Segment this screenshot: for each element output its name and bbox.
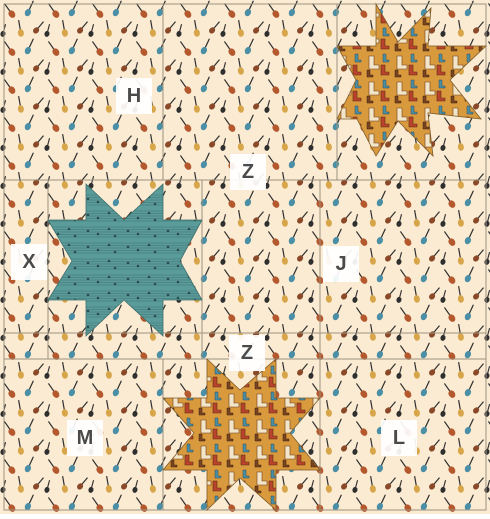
block-label-m: M [67, 420, 103, 456]
block-label-z-top: Z [230, 154, 266, 190]
block-label-l: L [381, 420, 417, 456]
block-label-x: X [11, 244, 47, 280]
block-label-j: J [323, 246, 359, 282]
block-label-z-bottom: Z [229, 335, 265, 371]
block-label-h: H [116, 78, 152, 114]
